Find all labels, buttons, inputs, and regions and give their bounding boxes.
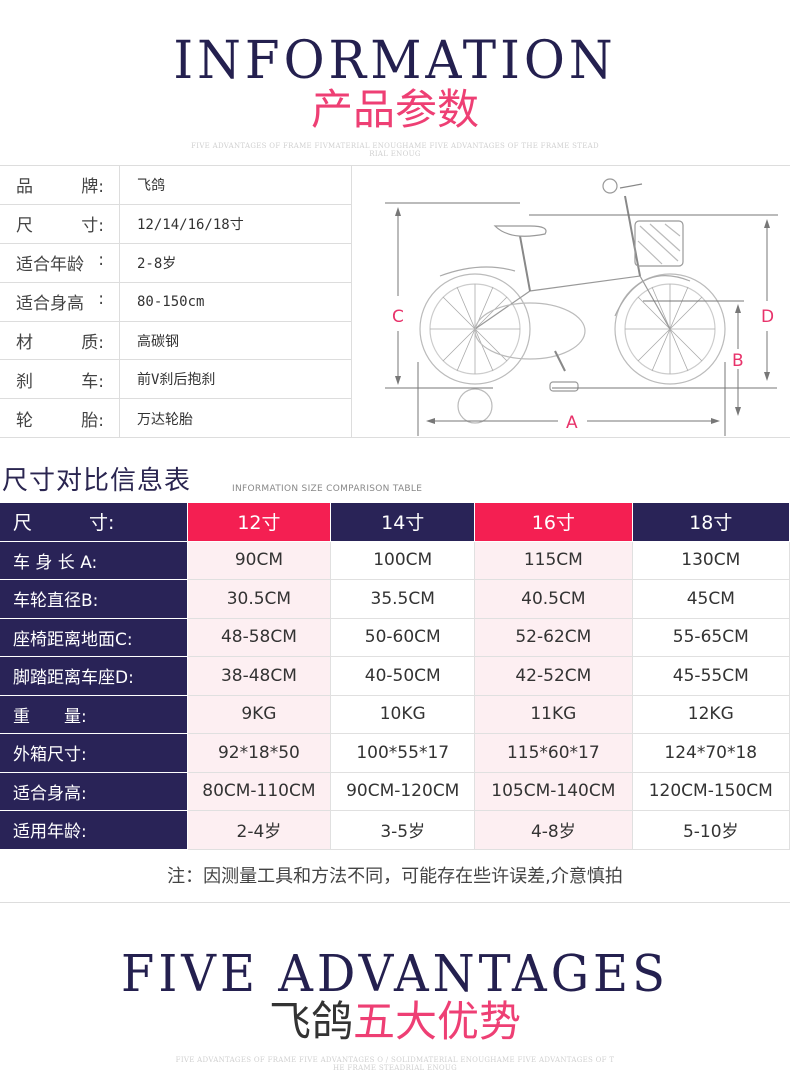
row-label: 适用年龄: xyxy=(0,810,188,850)
cell: 42-52CM xyxy=(474,656,633,696)
advantages-text: 五大优势 xyxy=(353,997,522,1046)
cell: 45CM xyxy=(631,579,790,619)
row-label: 车轮直径B: xyxy=(0,579,188,619)
spec-value: 高碳钢 xyxy=(137,333,179,350)
spec-table: 品牌: 飞鸽 尺寸: 12/14/16/18寸 适合年龄: 2-8岁 适合身高:… xyxy=(0,166,352,439)
deco-line: RIAL ENOUG xyxy=(369,150,421,158)
cell: 100*55*17 xyxy=(330,733,476,773)
bike-sketch-icon: C D B A xyxy=(385,178,778,436)
table-row: 重 量: 9KG 10KG 11KG 12KG xyxy=(0,694,790,734)
row-label: 外箱尺寸: xyxy=(0,733,188,773)
cell: 9KG xyxy=(186,694,332,734)
spec-row-height: 适合身高: 80-150cm xyxy=(0,282,351,322)
dimension-label-c: C xyxy=(392,307,404,327)
row-label: 车 身 长 A: xyxy=(0,540,188,580)
dimension-label-d: D xyxy=(761,307,774,327)
row-label: 座椅距离地面C: xyxy=(0,617,188,657)
cell: 124*70*18 xyxy=(631,733,790,773)
row-label: 脚踏距离车座D: xyxy=(0,656,188,696)
cell: 92*18*50 xyxy=(186,733,332,773)
deco-line: FIVE ADVANTAGES OF FRAME FIVE ADVANTAGES… xyxy=(175,1056,615,1064)
measurement-note: 注：因测量工具和方法不同，可能存在些许误差,介意慎拍 xyxy=(0,851,790,903)
dimension-label-b: B xyxy=(732,351,744,371)
row-label: 重 量: xyxy=(0,694,188,734)
table-header-row: 尺 寸: 12寸 14寸 16寸 18寸 xyxy=(0,502,790,542)
cell: 115CM xyxy=(474,540,633,580)
column-16in: 16寸 xyxy=(474,502,633,542)
row-label: 适合身高: xyxy=(0,771,188,811)
size-comparison-table: 尺 寸: 12寸 14寸 16寸 18寸 车 身 长 A: 90CM 100CM… xyxy=(0,502,790,850)
spec-row-age: 适合年龄: 2-8岁 xyxy=(0,243,351,283)
decorative-caption: FIVE ADVANTAGES OF FRAME FIVMATERIAL ENO… xyxy=(0,142,790,158)
brand-name: 飞鸽 xyxy=(268,997,353,1046)
product-params-heading: 产品参数 xyxy=(310,85,479,134)
cell: 2-4岁 xyxy=(186,810,332,850)
comparison-title: 尺寸对比信息表 xyxy=(2,466,192,496)
table-row: 适合身高: 80CM-110CM 90CM-120CM 105CM-140CM … xyxy=(0,771,790,811)
spec-label: 材质: xyxy=(0,321,120,360)
cell: 12KG xyxy=(631,694,790,734)
column-18in: 18寸 xyxy=(631,502,790,542)
cell: 40.5CM xyxy=(474,579,633,619)
cell: 90CM xyxy=(186,540,332,580)
table-row: 座椅距离地面C: 48-58CM 50-60CM 52-62CM 55-65CM xyxy=(0,617,790,657)
bike-dimension-diagram: C D B A xyxy=(380,166,790,438)
cell: 11KG xyxy=(474,694,633,734)
information-heading: INFORMATION xyxy=(173,29,617,91)
cell: 30.5CM xyxy=(186,579,332,619)
cell: 120CM-150CM xyxy=(631,771,790,811)
spec-row-brand: 品牌: 飞鸽 xyxy=(0,166,351,205)
cell: 38-48CM xyxy=(186,656,332,696)
table-row: 脚踏距离车座D: 38-48CM 40-50CM 42-52CM 45-55CM xyxy=(0,656,790,696)
cell: 45-55CM xyxy=(631,656,790,696)
cell: 5-10岁 xyxy=(631,810,790,850)
spec-value: 万达轮胎 xyxy=(137,411,193,428)
column-14in: 14寸 xyxy=(330,502,476,542)
five-advantages-cn-heading: 飞鸽五大优势 xyxy=(0,996,790,1048)
cell: 10KG xyxy=(330,694,476,734)
spec-label: 尺寸: xyxy=(0,204,120,243)
spec-label: 刹车: xyxy=(0,360,120,399)
cell: 80CM-110CM xyxy=(186,771,332,811)
comparison-subtitle: INFORMATION SIZE COMPARISON TABLE xyxy=(232,484,423,494)
table-row: 车轮直径B: 30.5CM 35.5CM 40.5CM 45CM xyxy=(0,579,790,619)
spec-value: 80-150cm xyxy=(137,293,205,310)
spec-value: 2-8岁 xyxy=(137,255,177,272)
dimension-label-a: A xyxy=(566,413,578,433)
deco-line: FIVE ADVANTAGES OF FRAME FIVMATERIAL ENO… xyxy=(191,142,599,150)
spec-row-tire: 轮胎: 万达轮胎 xyxy=(0,399,351,439)
spec-label: 品牌: xyxy=(0,166,120,204)
decorative-caption: FIVE ADVANTAGES OF FRAME FIVE ADVANTAGES… xyxy=(0,1056,790,1072)
spec-label: 适合年龄: xyxy=(0,243,120,282)
spec-row-material: 材质: 高碳钢 xyxy=(0,321,351,361)
spec-section: 品牌: 飞鸽 尺寸: 12/14/16/18寸 适合年龄: 2-8岁 适合身高:… xyxy=(0,165,790,439)
cell: 50-60CM xyxy=(330,617,476,657)
header-label: 尺 寸: xyxy=(0,502,188,542)
table-row: 外箱尺寸: 92*18*50 100*55*17 115*60*17 124*7… xyxy=(0,733,790,773)
spec-value: 12/14/16/18寸 xyxy=(137,216,244,233)
cell: 40-50CM xyxy=(330,656,476,696)
spec-value: 飞鸽 xyxy=(137,177,165,194)
spec-label: 轮胎: xyxy=(0,399,120,439)
cell: 48-58CM xyxy=(186,617,332,657)
table-row: 车 身 长 A: 90CM 100CM 115CM 130CM xyxy=(0,540,790,580)
spec-value: 前V刹后抱刹 xyxy=(137,372,216,389)
cell: 115*60*17 xyxy=(474,733,633,773)
cell: 100CM xyxy=(330,540,476,580)
cell: 52-62CM xyxy=(474,617,633,657)
cell: 4-8岁 xyxy=(474,810,633,850)
five-advantages-heading: FIVE ADVANTAGES xyxy=(121,944,669,1004)
deco-line: HE FRAME STEADRIAL ENOUG xyxy=(333,1064,457,1072)
table-row: 适用年龄: 2-4岁 3-5岁 4-8岁 5-10岁 xyxy=(0,810,790,850)
cell: 35.5CM xyxy=(330,579,476,619)
cell: 3-5岁 xyxy=(330,810,476,850)
cell: 55-65CM xyxy=(631,617,790,657)
column-12in: 12寸 xyxy=(186,502,332,542)
cell: 90CM-120CM xyxy=(330,771,476,811)
spec-label: 适合身高: xyxy=(0,282,120,321)
spec-row-size: 尺寸: 12/14/16/18寸 xyxy=(0,204,351,244)
cell: 130CM xyxy=(631,540,790,580)
cell: 105CM-140CM xyxy=(474,771,633,811)
spec-row-brake: 刹车: 前V刹后抱刹 xyxy=(0,360,351,400)
